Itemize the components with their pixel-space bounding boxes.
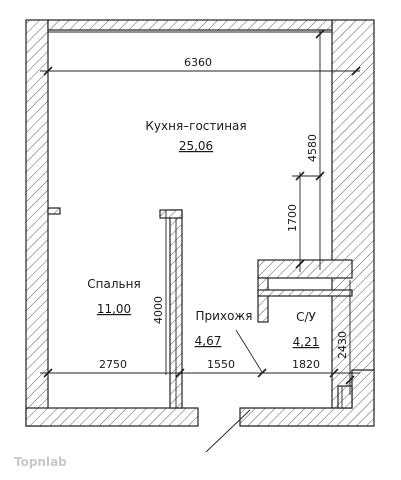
dim-bathroom-width: 1820 — [292, 358, 320, 371]
hallway-area: 4,67 — [195, 334, 222, 348]
hallway-name: Прихожя — [196, 309, 253, 323]
kitchen-living-area: 25,06 — [179, 139, 213, 153]
wall-top — [47, 19, 333, 31]
partition-bathroom-mid — [257, 289, 353, 297]
wall-left — [25, 19, 49, 427]
kitchen-living-name: Кухня–гостиная — [145, 119, 246, 133]
partition-left-stub — [47, 207, 61, 215]
wall-bottom-right-corner — [239, 369, 375, 427]
bedroom-area: 11,00 — [97, 302, 131, 316]
partition-bathroom-right-corner — [337, 385, 353, 409]
bathroom-area: 4,21 — [293, 335, 320, 349]
watermark: Topnlab — [14, 455, 67, 469]
dimension-lines — [40, 29, 361, 395]
dim-bedroom-depth: 4000 — [152, 296, 165, 324]
walls — [25, 19, 375, 427]
partition-bathroom-left — [257, 277, 269, 323]
dim-total-width: 6360 — [184, 56, 212, 69]
wall-bottom-left — [25, 407, 199, 427]
hallway-leader-line — [235, 329, 263, 373]
bathroom-name: С/У — [296, 310, 316, 324]
partition-bathroom-top — [257, 259, 353, 279]
dim-kitchen-depth: 4580 — [306, 134, 319, 162]
entrance-door-line — [205, 409, 251, 453]
bedroom-name: Спальня — [87, 277, 140, 291]
dim-bedroom-width: 2750 — [99, 358, 127, 371]
dim-hallway-width: 1550 — [207, 358, 235, 371]
partition-stub-top — [159, 209, 183, 219]
wall-right — [331, 19, 375, 413]
dim-kitchen-lower: 1700 — [286, 204, 299, 232]
dim-bathroom-depth: 2430 — [336, 331, 349, 359]
